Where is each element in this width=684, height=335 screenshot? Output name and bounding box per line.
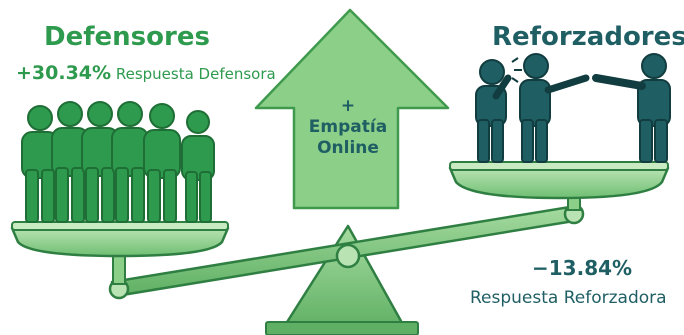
scale-pivot [265,224,419,335]
arrow-plus: + [340,96,356,116]
reinforcers-label: Respuesta Reforzadora [470,288,667,308]
arrow-line1: Empatía [308,117,388,137]
arrow-label: + Empatía Online [298,96,398,159]
arrow-line2: Online [317,138,379,158]
right-scale-pan [448,161,670,200]
defenders-stat: +30.34% Respuesta Defensora [16,62,276,84]
defenders-label: Respuesta Defensora [115,65,276,83]
person-group-icon [21,101,215,223]
pointing-person-icon [475,53,671,163]
defenders-title: Defensores [44,22,210,52]
left-scale-pan [10,221,230,258]
reinforcers-title: Reforzadores [492,22,684,52]
up-arrow-icon [254,8,450,210]
reinforcers-percent: −13.84% [532,256,633,280]
defenders-percent: +30.34% [16,62,112,84]
